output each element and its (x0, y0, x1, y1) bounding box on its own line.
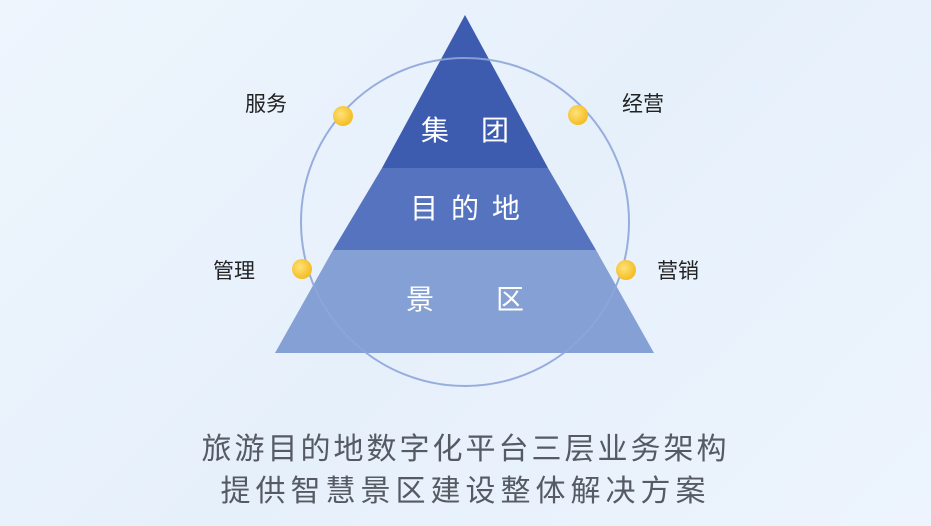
dot-bottom-left (292, 259, 312, 279)
pillar-label-bottom-right: 营销 (657, 259, 699, 283)
pillar-label-top-right: 经营 (622, 92, 664, 116)
pyramid-label-top: 集 团 (421, 114, 511, 147)
pyramid-tier-middle (333, 168, 596, 250)
pyramid-label-middle: 目 的 地 (410, 192, 522, 225)
pillar-label-bottom-left: 管理 (213, 259, 255, 283)
dot-top-right (568, 105, 588, 125)
pyramid-tier-bottom (275, 250, 654, 353)
caption-line-2: 提供智慧景区建设整体解决方案 (220, 474, 711, 509)
dot-bottom-right (616, 260, 636, 280)
caption-line-1: 旅游目的地数字化平台三层业务架构 (201, 432, 730, 467)
pyramid-tier-top (382, 15, 548, 168)
orbit-circle (300, 57, 630, 387)
pyramid-label-bottom: 景 区 (406, 283, 526, 316)
pillar-label-top-left: 服务 (245, 92, 287, 116)
dot-top-left (333, 106, 353, 126)
